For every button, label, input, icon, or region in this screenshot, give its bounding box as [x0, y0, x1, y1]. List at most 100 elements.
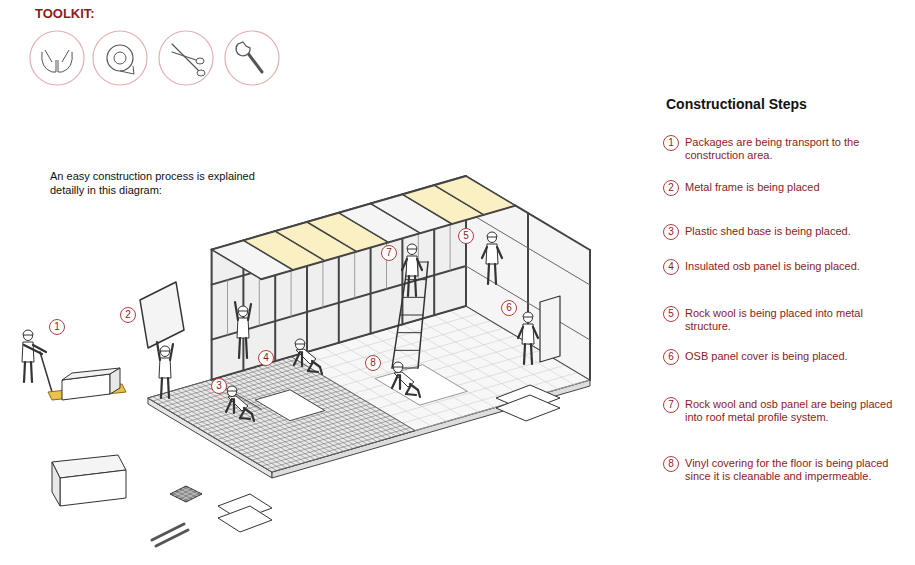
- step-text: OSB panel cover is being placed.: [685, 350, 848, 362]
- pallet-truck-handle: [40, 352, 52, 392]
- plastic-grid-line: [148, 398, 272, 472]
- worker-limb: [399, 375, 401, 389]
- step-text: Vinyl covering for the floor is being pl…: [685, 457, 888, 482]
- callout-number-text: 7: [668, 400, 674, 410]
- worker-helmet: [407, 244, 417, 249]
- toolkit-icon-ring: [30, 31, 84, 85]
- roof-rafter: [212, 250, 262, 280]
- worker-limb: [524, 344, 525, 364]
- callout-number-text: 4: [263, 353, 269, 363]
- worker-limb: [233, 399, 235, 413]
- plastic-grid-line: [243, 370, 367, 444]
- step-text: Packages are being transport to the cons…: [685, 136, 859, 161]
- roof-rafter: [466, 176, 516, 206]
- plastic-grid-line: [257, 422, 400, 463]
- worker-limb: [240, 418, 250, 419]
- callout-number: 2: [663, 180, 679, 196]
- scissors-icon: [172, 44, 198, 70]
- worker-limb: [252, 414, 254, 421]
- worker-limb: [308, 371, 318, 372]
- worker-limb: [482, 247, 487, 258]
- worker-helmet: [238, 306, 248, 311]
- callout-number: 6: [663, 349, 679, 365]
- plastic-base-area: [148, 357, 415, 472]
- worker-limb: [531, 344, 532, 364]
- callout-number-text: 5: [668, 309, 674, 319]
- worker-limb: [294, 352, 300, 365]
- callout-number-text: 7: [386, 248, 392, 258]
- roof-rafter: [402, 194, 452, 224]
- roof-rafter: [434, 185, 484, 215]
- worker-limb: [495, 264, 496, 284]
- worker-limb: [240, 409, 245, 418]
- step-text-box: Rock wool and osb panel are being placed…: [685, 398, 907, 424]
- worker-limb: [418, 390, 420, 397]
- floor-tile-grid: [182, 492, 198, 500]
- plastic-grid-line: [237, 410, 380, 451]
- roof-rafter: [243, 240, 293, 270]
- plastic-grid-line: [220, 377, 344, 451]
- floor-vinyl-line: [355, 338, 479, 412]
- step-text-box: Rock wool is being placed into metal str…: [685, 307, 907, 333]
- callout-number: 3: [663, 224, 679, 240]
- worker-limb: [320, 367, 322, 374]
- worker-helmet: [160, 346, 170, 351]
- callout-number: 7: [381, 245, 397, 261]
- worker-limb: [518, 327, 523, 338]
- callout-number-text: 2: [668, 183, 674, 193]
- worker-figure: [402, 244, 422, 296]
- plastic-grid-line: [239, 372, 363, 446]
- worker-limb: [408, 276, 409, 296]
- worker-limb: [497, 247, 502, 258]
- step-text: Rock wool and osb panel are being placed…: [685, 398, 892, 423]
- scissors-icon-grip: [197, 70, 205, 76]
- worker-limb: [239, 338, 240, 358]
- worker-figure: [22, 330, 46, 382]
- callout-number: 4: [663, 259, 679, 275]
- plastic-grid-line: [267, 428, 410, 469]
- package-side: [110, 368, 120, 394]
- callout-number-text: 1: [668, 138, 674, 148]
- toolkit-icon-ring: [159, 31, 213, 85]
- roof-rafter: [371, 204, 421, 234]
- worker-helmet: [23, 330, 33, 335]
- callout-number-text: 4: [668, 262, 674, 272]
- callout-number: 8: [663, 456, 679, 472]
- worker-limb: [246, 338, 247, 358]
- worker-limb: [392, 375, 398, 388]
- worker-limb: [410, 384, 418, 390]
- worker-limb: [248, 304, 251, 320]
- callout-number-text: 3: [668, 227, 674, 237]
- worker-limb: [406, 394, 416, 395]
- worker-figure: [226, 386, 254, 421]
- end-wall-post: [589, 250, 591, 380]
- step-text-box: Plastic shed base is being placed.: [685, 225, 907, 238]
- callout-number: 7: [663, 397, 679, 413]
- plastic-grid-line: [196, 384, 320, 458]
- plastic-grid-line: [210, 380, 334, 454]
- callout-number: 4: [258, 350, 274, 366]
- worker-body: [159, 358, 171, 378]
- ladder-rung: [397, 332, 421, 333]
- callout-number-text: 2: [125, 310, 131, 320]
- crate-side: [52, 462, 60, 506]
- wall-mullion-thin: [227, 280, 228, 335]
- worker-limb: [488, 264, 489, 284]
- toolkit-heading: TOOLKIT:: [35, 6, 95, 21]
- callout-number-text: 6: [506, 303, 512, 313]
- worker-helmet: [295, 339, 305, 344]
- wall-panel: [140, 282, 184, 348]
- plastic-grid-line: [158, 395, 282, 469]
- step-text: Insulated osb panel is being placed.: [685, 260, 860, 272]
- callout-number: 2: [120, 307, 136, 323]
- tape-icon: [107, 45, 133, 71]
- ladder-rung: [403, 297, 425, 298]
- roof-rafter: [339, 213, 389, 243]
- worker-limb: [244, 408, 252, 414]
- worker-limb: [415, 276, 416, 296]
- callout-number: 5: [458, 228, 474, 244]
- wrench-icon-head: [236, 42, 250, 56]
- toolkit-heading-box: TOOLKIT:: [35, 6, 155, 22]
- intro-note: An easy construction process is explaine…: [50, 170, 255, 196]
- hands-icon: [42, 50, 73, 72]
